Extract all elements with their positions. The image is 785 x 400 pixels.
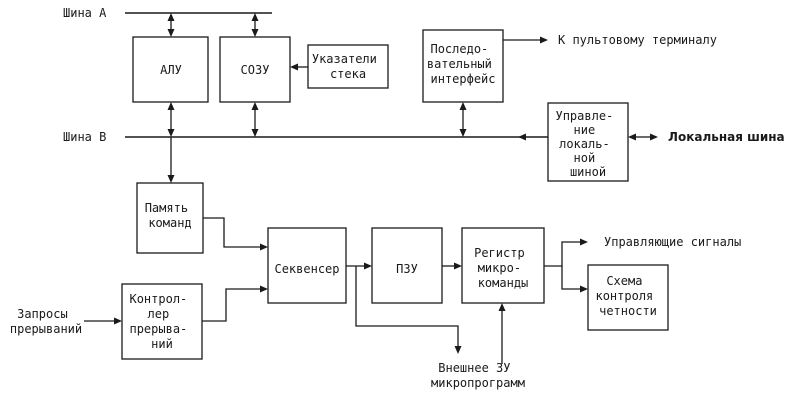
parity-check-block: Схема контроля четности xyxy=(587,264,669,331)
bus-b-to-instruction-memory-arrow xyxy=(167,137,175,183)
interrupt-controller-label: Контрол- лер прерыва- ний xyxy=(129,292,194,351)
stack-pointers-to-ram-arrow xyxy=(290,63,308,71)
interrupt-requests-input-arrow xyxy=(84,317,122,325)
rom-label: ПЗУ xyxy=(396,262,418,276)
serial-interface-bus-b-connection xyxy=(459,102,467,137)
stack-pointers-block: Указатели стека xyxy=(307,44,389,89)
instruction-memory-label: Память команд xyxy=(145,201,196,230)
alu-bus-b-connection xyxy=(167,102,175,137)
rom-block: ПЗУ xyxy=(371,227,443,304)
stack-pointers-label: Указатели стека xyxy=(312,52,384,81)
interrupt-requests-label: Запросы прерываний xyxy=(10,307,82,336)
sequencer-block: Секвенсер xyxy=(267,227,347,304)
external-memory-to-register-arrow xyxy=(498,303,506,364)
instruction-memory-block: Память команд xyxy=(136,182,204,254)
ram-bus-b-connection xyxy=(251,102,259,137)
alu-label: АЛУ xyxy=(160,63,182,77)
ram-label: СОЗУ xyxy=(241,63,270,77)
local-bus-label: Локальная шина xyxy=(668,130,785,144)
local-bus-control-label: Управле- ние локаль- ной шиной xyxy=(555,109,620,179)
interrupt-controller-to-sequencer-arrow xyxy=(202,285,268,322)
sequencer-to-external-memory-arrow xyxy=(355,266,462,354)
register-to-parity-check-arrow xyxy=(561,266,588,293)
parity-check-label: Схема контроля четности xyxy=(595,274,660,318)
sequencer-label: Секвенсер xyxy=(274,262,339,276)
serial-interface-label: Последо- вательный интерфейс xyxy=(427,42,499,86)
serial-interface-to-terminal-arrow xyxy=(503,36,548,44)
sequencer-to-rom-arrow xyxy=(346,262,372,270)
local-bus-control-to-bus-b-arrow xyxy=(518,133,526,141)
bus-a-alu-connection xyxy=(167,13,175,37)
microinstruction-register-label: Регистр микро- команды xyxy=(474,246,532,290)
interrupt-controller-block: Контрол- лер прерыва- ний xyxy=(121,283,203,360)
serial-interface-block: Последо- вательный интерфейс xyxy=(422,29,504,103)
register-to-control-signals-arrow xyxy=(544,238,588,267)
microinstruction-register-block: Регистр микро- команды xyxy=(461,227,545,304)
local-bus-connection xyxy=(628,133,658,141)
control-signals-label: Управляющие сигналы xyxy=(604,235,741,249)
bus-a-ram-connection xyxy=(251,13,259,37)
bus-a-label: Шина А xyxy=(63,6,107,20)
instruction-memory-to-sequencer-arrow xyxy=(203,217,268,251)
ram-block: СОЗУ xyxy=(219,36,291,103)
to-terminal-label: К пультовому терминалу xyxy=(558,33,717,47)
external-memory-label: Внешнее ЗУ микропрограмм xyxy=(431,361,525,390)
local-bus-control-block: Управле- ние локаль- ной шиной xyxy=(547,102,629,182)
alu-block: АЛУ xyxy=(132,36,209,103)
rom-to-register-arrow xyxy=(442,262,462,270)
bus-b-label: Шина В xyxy=(63,130,106,144)
